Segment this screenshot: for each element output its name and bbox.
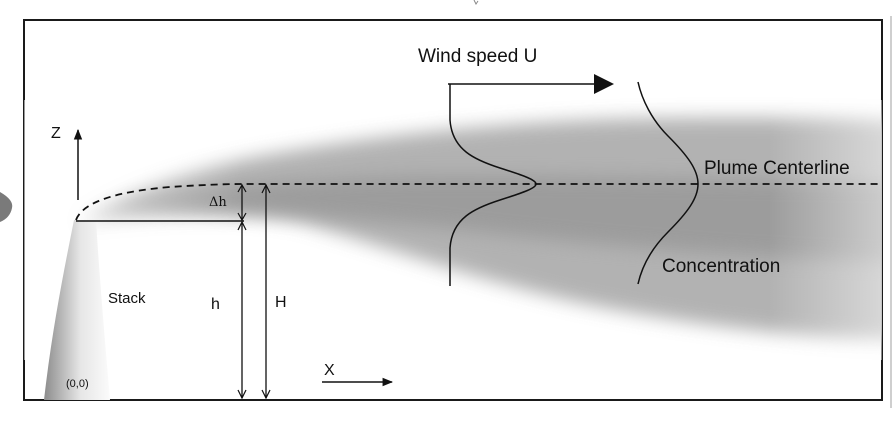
gaussian-profile-2 bbox=[637, 81, 699, 285]
origin-label: (0,0) bbox=[66, 378, 89, 390]
delta-h-arrow bbox=[237, 183, 247, 222]
plume-cloud bbox=[24, 100, 882, 360]
h-dimension-arrow bbox=[237, 220, 247, 400]
gaussian-profile-1 bbox=[449, 84, 537, 286]
stack-label: Stack bbox=[108, 290, 146, 307]
plume-centerline bbox=[75, 183, 882, 221]
left-edge-tab bbox=[0, 192, 13, 222]
wind-speed-label: Wind speed U bbox=[418, 46, 537, 67]
top-mark bbox=[473, 0, 479, 5]
stack bbox=[44, 220, 110, 400]
H-label: H bbox=[275, 294, 287, 311]
x-axis-label: X bbox=[324, 362, 335, 379]
H-dimension-arrow bbox=[261, 183, 271, 400]
concentration-label: Concentration bbox=[662, 256, 780, 277]
z-axis-label: Z bbox=[51, 125, 61, 142]
delta-h-label: Δh bbox=[209, 195, 227, 210]
wind-arrow bbox=[448, 74, 614, 94]
plume-centerline-label: Plume Centerline bbox=[704, 158, 850, 179]
h-label: h bbox=[211, 296, 220, 313]
